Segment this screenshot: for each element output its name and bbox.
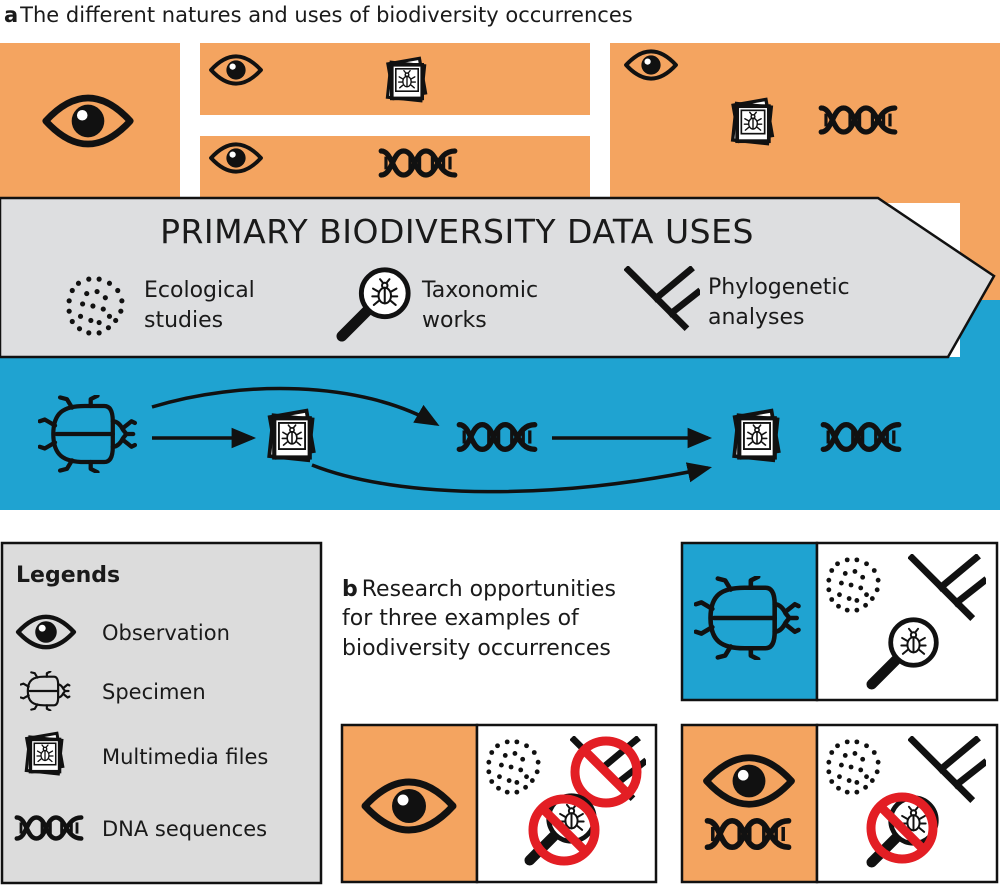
primary-uses-banner bbox=[0, 196, 996, 359]
banner-title: PRIMARY BIODIVERSITY DATA USES bbox=[160, 212, 754, 251]
photo-stack-icon bbox=[733, 99, 773, 143]
photo-stack-icon bbox=[26, 733, 62, 774]
panel-b-label: b bbox=[342, 577, 358, 602]
photo-stack-icon bbox=[269, 411, 313, 461]
photo-stack-icon bbox=[734, 411, 778, 461]
legend-label-multimedia: Multimedia files bbox=[102, 745, 268, 769]
legend-title: Legends bbox=[16, 563, 120, 588]
legend-box bbox=[0, 541, 323, 885]
legend-label-specimen: Specimen bbox=[102, 680, 206, 704]
panel-b-line1-text: Research opportunities bbox=[362, 577, 616, 602]
photo-stack-icon bbox=[387, 58, 425, 100]
arrow-specimen-to-dna bbox=[151, 386, 440, 427]
use-taxonomic-line2: works bbox=[422, 308, 487, 333]
example-observation bbox=[340, 723, 658, 884]
example-observation-dna bbox=[680, 723, 999, 884]
example-specimen bbox=[680, 541, 999, 702]
use-taxonomic-line1: Taxonomic bbox=[421, 278, 538, 303]
panel-b-line3: biodiversity occurrences bbox=[342, 636, 611, 661]
panel-a-title: aThe different natures and uses of biodi… bbox=[4, 3, 633, 27]
occurrence-box-observation-multimedia-dna bbox=[610, 43, 1000, 203]
use-ecological-line1: Ecological bbox=[144, 278, 255, 303]
use-phylogenetic-line1: Phylogenetic bbox=[708, 275, 850, 300]
flow-arrows bbox=[151, 386, 713, 494]
use-phylogenetic-line2: analyses bbox=[708, 305, 805, 330]
legend-label-dna: DNA sequences bbox=[102, 817, 267, 841]
panel-a-title-text: The different natures and uses of biodiv… bbox=[19, 3, 633, 27]
arrow-multimedia-to-multimedia-dna bbox=[311, 462, 712, 494]
legend-label-observation: Observation bbox=[102, 621, 230, 645]
example-specimen-occurrence bbox=[680, 541, 819, 702]
use-ecological-line2: studies bbox=[144, 308, 223, 333]
panel-b-line2: for three examples of bbox=[342, 606, 580, 631]
panel-a-label: a bbox=[4, 3, 18, 27]
